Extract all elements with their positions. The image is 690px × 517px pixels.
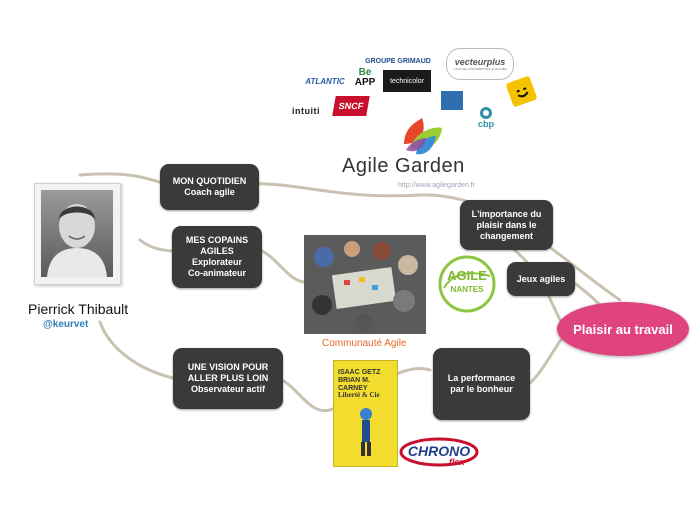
node-importance-plaisir[interactable]: L'importance du plaisir dans le changeme… xyxy=(460,200,553,250)
central-node-plaisir-au-travail[interactable]: Plaisir au travail xyxy=(557,302,689,356)
chrono-flex-text: flex xyxy=(449,457,465,467)
logo-technicolor-text: technicolor xyxy=(390,77,424,85)
node-mes-copains[interactable]: MES COPAINS AGILES Explorateur Co-animat… xyxy=(172,226,262,288)
agile-nantes-icon xyxy=(438,255,496,313)
book-authors: ISAAC GETZ BRIAN M. CARNEY xyxy=(338,369,381,392)
node-mon-quotidien[interactable]: MON QUOTIDIEN Coach agile xyxy=(160,164,259,210)
cbp-icon xyxy=(480,107,492,119)
logo-blue-square xyxy=(441,91,463,110)
book-cover-liberte-et-cie: ISAAC GETZ BRIAN M. CARNEY Liberté & Cie xyxy=(333,360,398,467)
book-figure-icon xyxy=(360,408,372,456)
chrono-oval-icon xyxy=(399,437,479,467)
node-performance-bonheur[interactable]: La performance par le bonheur xyxy=(433,348,530,420)
profile-photo xyxy=(41,190,113,277)
connector-main-top xyxy=(230,181,622,302)
node-performance-bonheur-label: La performance par le bonheur xyxy=(447,373,516,394)
smiley-icon xyxy=(515,86,528,98)
logo-intuiti-text: intuiti xyxy=(292,106,320,116)
node-importance-plaisir-label: L'importance du plaisir dans le changeme… xyxy=(471,208,542,241)
node-une-vision-title: UNE VISION POUR ALLER PLUS LOIN xyxy=(187,362,269,383)
logo-sncf: SNCF xyxy=(332,96,370,116)
node-mon-quotidien-sub: Coach agile xyxy=(184,187,235,197)
logo-sncf-text: SNCF xyxy=(337,101,365,111)
agile-nantes-text-2: NANTES xyxy=(450,285,484,294)
logo-groupe-grimaud: GROUPE GRIMAUD xyxy=(358,54,438,68)
community-caption: Communauté Agile xyxy=(322,338,407,349)
logo-beapp-text-2: APP xyxy=(354,77,376,88)
agile-nantes-text-1: AGILE xyxy=(447,268,487,283)
logo-smiley xyxy=(505,75,538,108)
person-handle[interactable]: @keurvet xyxy=(43,319,89,330)
node-mes-copains-sub1: Explorateur xyxy=(191,257,242,267)
logo-atlantic-text: ATLANTIC xyxy=(305,76,345,86)
node-mes-copains-title: MES COPAINS AGILES xyxy=(185,235,249,256)
logo-vecteurplus-tagline: L'ART DE L'INFORMATION QUALIFIÉE xyxy=(453,67,507,71)
person-portrait xyxy=(47,204,107,277)
profile-photo-frame xyxy=(34,183,121,285)
logo-intuiti: intuiti xyxy=(285,104,327,118)
node-jeux-agiles[interactable]: Jeux agiles xyxy=(507,262,575,296)
node-une-vision-sub: Observateur actif xyxy=(190,384,266,394)
logo-cbp: cbp xyxy=(474,103,498,133)
node-jeux-agiles-label: Jeux agiles xyxy=(516,273,566,284)
logo-atlantic: ATLANTIC xyxy=(302,66,348,96)
logo-agile-nantes: AGILE NANTES xyxy=(438,254,496,314)
agile-garden-url[interactable]: http://www.agilegarden.fr xyxy=(398,182,476,189)
logo-beapp-text-1: Be xyxy=(358,67,372,78)
agile-garden-leaf-icon xyxy=(404,118,442,155)
connector-copains xyxy=(138,238,174,253)
chrono-text: CHRONO xyxy=(407,443,471,459)
person-name: Pierrick Thibault xyxy=(28,301,129,317)
node-mon-quotidien-title: MON QUOTIDIEN xyxy=(172,176,247,186)
node-mes-copains-sub2: Co-animateur xyxy=(187,268,246,278)
community-photo xyxy=(304,235,426,334)
connector-performance xyxy=(526,333,567,387)
connector-copains-right xyxy=(260,249,312,284)
logo-groupe-grimaud-text: GROUPE GRIMAUD xyxy=(365,57,431,65)
connector-vision-right xyxy=(280,366,432,413)
logo-vecteurplus: vecteurplus L'ART DE L'INFORMATION QUALI… xyxy=(446,48,514,80)
logo-beapp: Be APP xyxy=(352,64,378,92)
logo-technicolor: technicolor xyxy=(383,70,431,92)
logo-cbp-text: cbp xyxy=(477,119,494,129)
connector-vision xyxy=(98,320,175,380)
logo-vecteurplus-text: vecteurplus xyxy=(454,57,506,67)
connector-quotidien xyxy=(78,172,167,186)
logo-chrono-flex: CHRONO flex xyxy=(399,437,479,467)
community-photo-image xyxy=(304,235,426,334)
node-une-vision[interactable]: UNE VISION POUR ALLER PLUS LOIN Observat… xyxy=(173,348,283,409)
agile-garden-title: Agile Garden xyxy=(342,155,465,177)
book-title: Liberté & Cie xyxy=(338,391,380,399)
